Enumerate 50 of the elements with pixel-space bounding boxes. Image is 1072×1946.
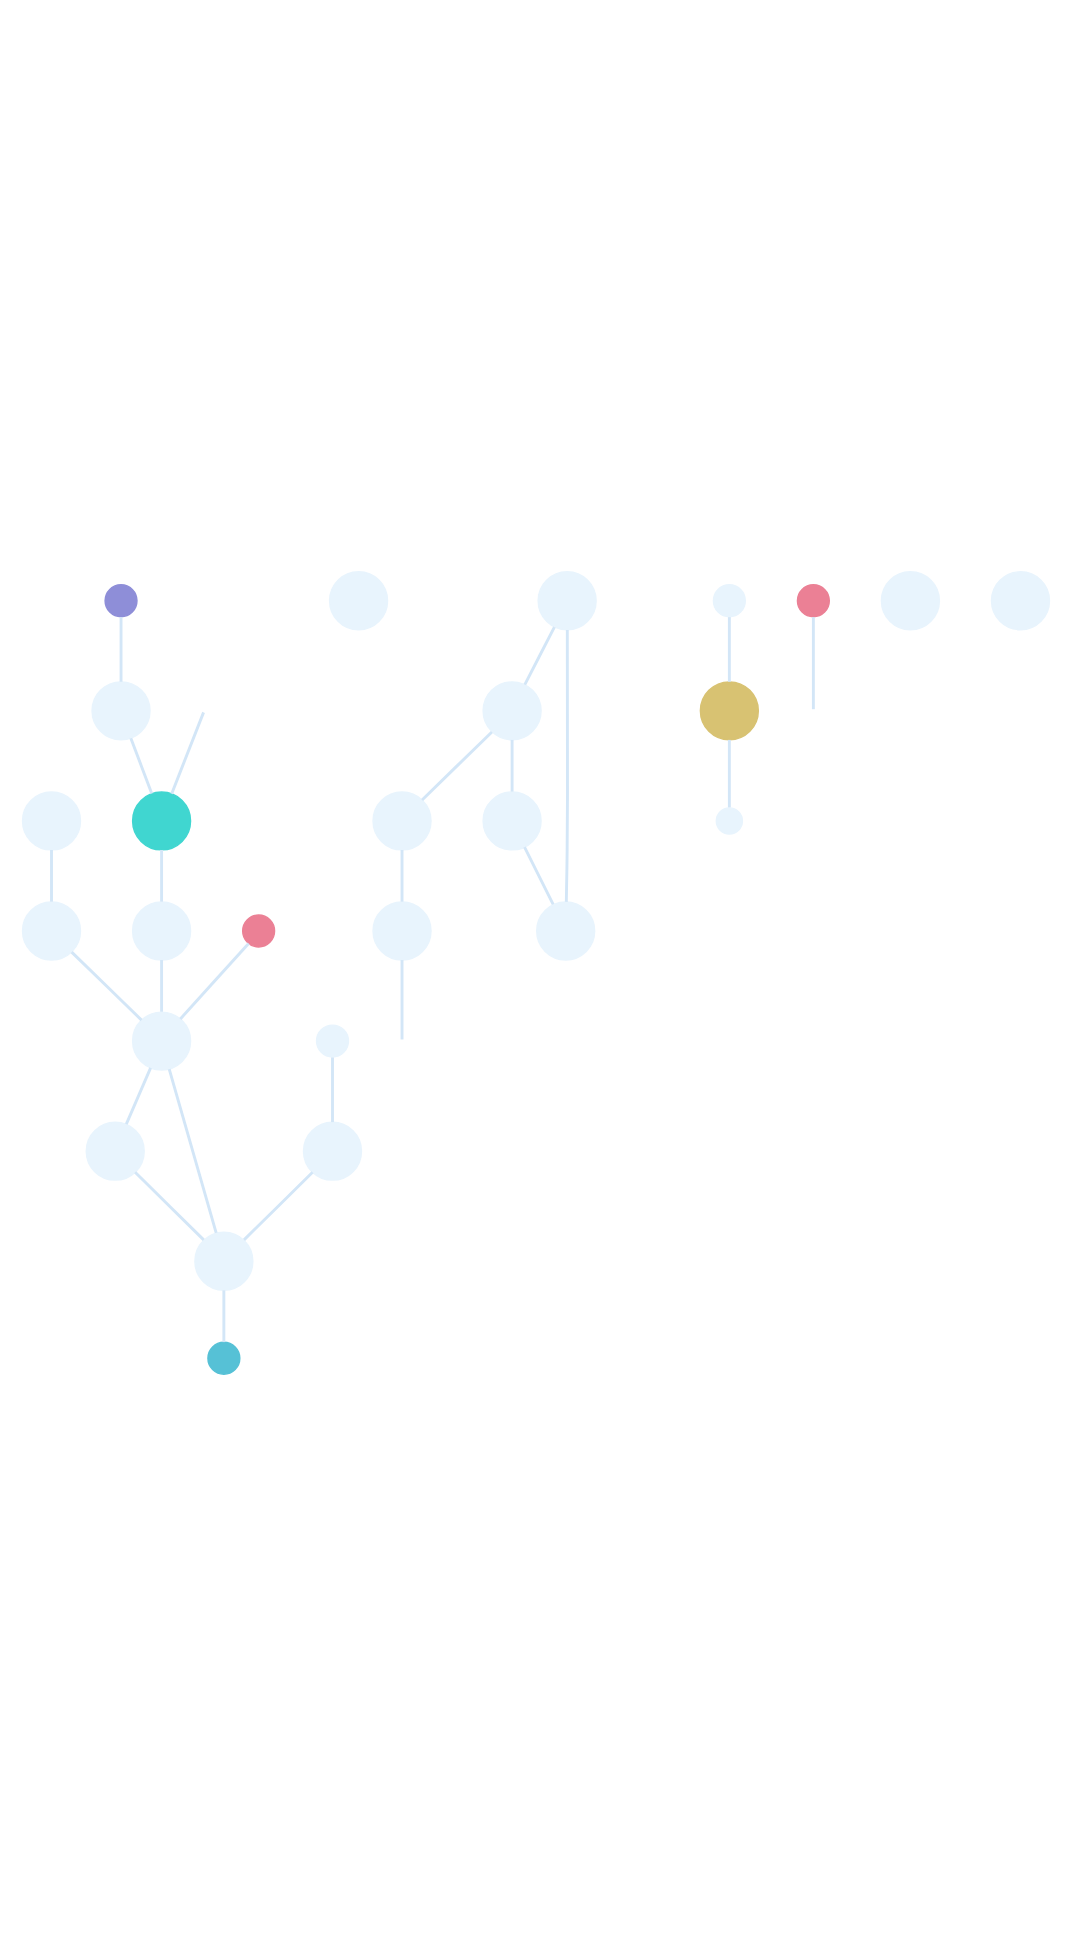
connector: [510, 739, 514, 792]
connector: [179, 942, 250, 1020]
connector: [222, 1290, 226, 1343]
node-circle: [91, 681, 151, 741]
node-circle: [21, 901, 82, 961]
node-circle: [712, 584, 746, 618]
node-circle: [21, 791, 82, 851]
node-circle: [302, 1121, 363, 1181]
node-circle: [796, 584, 831, 618]
connector: [331, 1057, 334, 1123]
node-circle: [131, 1011, 192, 1071]
node-circle: [699, 681, 760, 741]
node-circle: [131, 901, 192, 961]
node-circle: [537, 571, 597, 631]
connector: [134, 1171, 205, 1241]
connector: [50, 849, 53, 902]
connector: [727, 739, 731, 808]
node-circle: [536, 901, 596, 961]
connector: [160, 960, 164, 1012]
node-circle: [990, 571, 1051, 631]
connector: [243, 1171, 314, 1241]
node-circle: [482, 681, 542, 741]
connector: [124, 1067, 152, 1125]
node-circle: [315, 1024, 350, 1058]
node-circle: [104, 584, 138, 618]
node-circle: [482, 791, 542, 851]
node-circle: [85, 1121, 145, 1181]
connector: [129, 737, 154, 794]
node-circle: [241, 914, 276, 948]
node-circle: [194, 1231, 254, 1291]
connector: [564, 630, 570, 902]
node-circle: [715, 807, 744, 835]
connector: [400, 960, 404, 1040]
connector: [170, 711, 205, 795]
connector: [167, 1068, 218, 1234]
node-circle: [131, 791, 192, 851]
connector: [119, 617, 123, 682]
connector: [811, 617, 815, 710]
node-circle: [328, 571, 389, 631]
connector: [523, 846, 555, 906]
connector: [421, 730, 493, 801]
node-circle: [372, 791, 432, 851]
connector: [70, 951, 143, 1022]
connector: [160, 849, 164, 902]
connector: [400, 849, 404, 902]
node-circle: [372, 901, 432, 961]
node-circle: [880, 571, 941, 631]
connector: [523, 626, 556, 686]
node-circle: [207, 1341, 241, 1375]
connector: [727, 617, 731, 682]
